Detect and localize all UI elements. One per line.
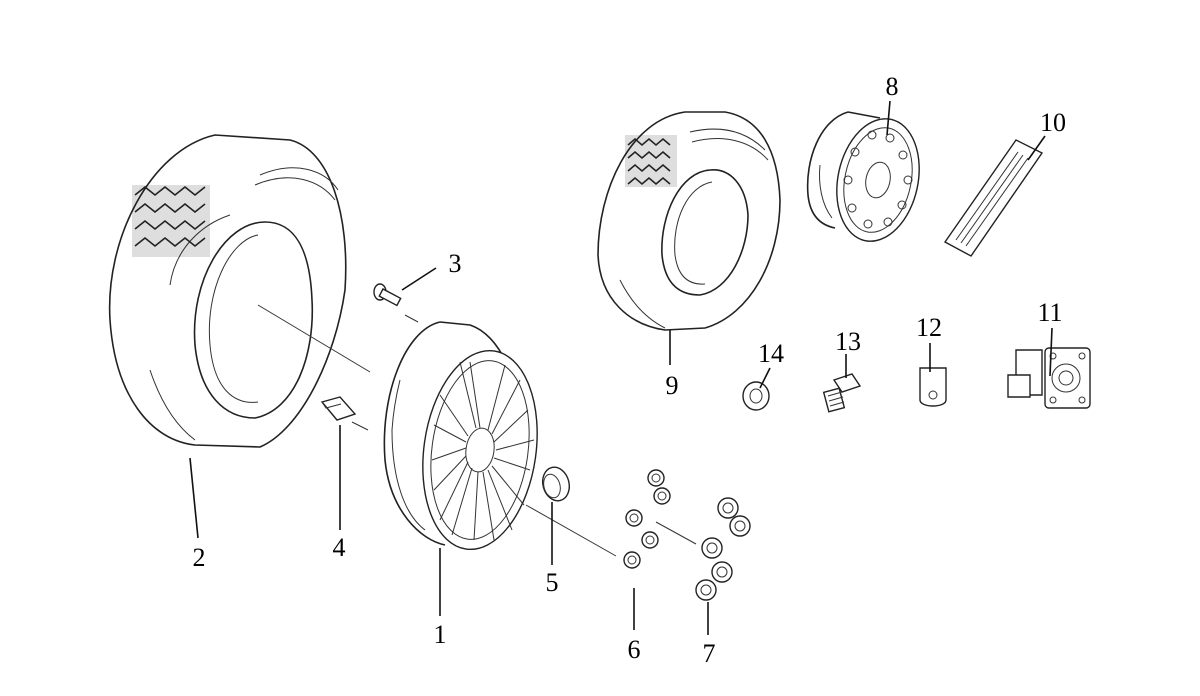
- callout-1: 1: [434, 620, 447, 649]
- callout-7: 7: [703, 639, 716, 668]
- callout-4: 4: [333, 533, 346, 562]
- callout-11: 11: [1037, 298, 1062, 327]
- nut-part-14: [742, 381, 770, 411]
- lug-nuts-large: [695, 497, 751, 601]
- guide-lines: [257, 304, 697, 557]
- leader-lines: [189, 100, 1053, 635]
- steel-wheel: [806, 111, 920, 242]
- bracket-plate: [919, 367, 947, 407]
- callout-8: 8: [886, 72, 899, 101]
- valve-stem: [373, 283, 402, 307]
- tread-pattern-large: [132, 185, 210, 257]
- callout-5: 5: [546, 568, 559, 597]
- tread-pattern-spare: [625, 135, 677, 187]
- balance-weight: [320, 396, 357, 421]
- spare-tire: [597, 111, 781, 331]
- callout-13: 13: [835, 327, 861, 356]
- callout-6: 6: [628, 635, 641, 664]
- callout-9: 9: [666, 371, 679, 400]
- tire-repair-kit: [1007, 347, 1091, 409]
- callout-3: 3: [449, 249, 462, 278]
- center-cap: [541, 466, 571, 502]
- alloy-wheel: [383, 321, 538, 551]
- callout-14: 14: [758, 339, 784, 368]
- tire-label: [943, 139, 1044, 257]
- callout-12: 12: [916, 313, 942, 342]
- tire-large: [108, 134, 347, 448]
- callout-labels: 1 2 3 4 5 6 7 8 9 10 11 12 13 14: [193, 72, 1067, 668]
- callout-10: 10: [1040, 108, 1066, 137]
- callout-2: 2: [193, 543, 206, 572]
- lug-nuts-small: [623, 469, 671, 569]
- bolt: [822, 373, 862, 413]
